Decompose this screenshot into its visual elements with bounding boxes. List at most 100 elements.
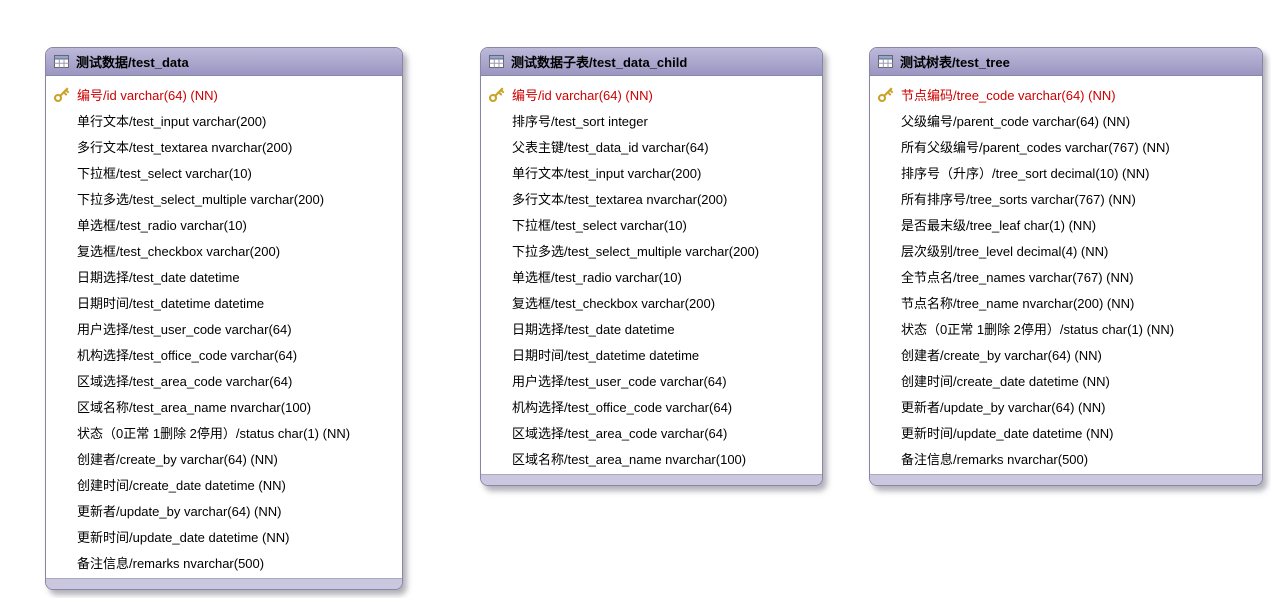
table-footer xyxy=(46,578,402,589)
field-label: 区域名称/test_area_name nvarchar(100) xyxy=(77,399,312,415)
field-label: 更新时间/update_date datetime (NN) xyxy=(901,425,1114,441)
field-label: 区域选择/test_area_code varchar(64) xyxy=(77,373,293,389)
field-label: 备注信息/remarks nvarchar(500) xyxy=(901,451,1089,467)
field-label: 机构选择/test_office_code varchar(64) xyxy=(512,399,733,415)
field-row: 节点名称/tree_name nvarchar(200) (NN) xyxy=(870,289,1262,315)
field-row: 区域名称/test_area_name nvarchar(100) xyxy=(46,393,402,419)
field-label: 父级编号/parent_code varchar(64) (NN) xyxy=(901,113,1131,129)
field-label: 层次级别/tree_level decimal(4) (NN) xyxy=(901,243,1109,259)
field-label: 创建者/create_by varchar(64) (NN) xyxy=(77,451,278,467)
field-label: 更新时间/update_date datetime (NN) xyxy=(77,529,290,545)
field-label: 是否最末级/tree_leaf char(1) (NN) xyxy=(901,217,1097,233)
field-row: 创建者/create_by varchar(64) (NN) xyxy=(46,445,402,471)
field-label: 日期选择/test_date datetime xyxy=(77,269,240,285)
field-label: 父表主键/test_data_id varchar(64) xyxy=(512,139,709,155)
field-row: 下拉框/test_select varchar(10) xyxy=(481,211,822,237)
table-header[interactable]: 测试数据子表/test_data_child xyxy=(481,48,822,76)
field-gutter xyxy=(46,86,77,103)
table-icon xyxy=(878,55,893,68)
field-row: 排序号/test_sort integer xyxy=(481,107,822,133)
field-row: 创建者/create_by varchar(64) (NN) xyxy=(870,341,1262,367)
field-row: 用户选择/test_user_code varchar(64) xyxy=(481,367,822,393)
field-row: 区域选择/test_area_code varchar(64) xyxy=(46,367,402,393)
er-table-1[interactable]: 测试数据子表/test_data_child 编号/id varchar(64)… xyxy=(480,47,823,486)
field-label: 用户选择/test_user_code varchar(64) xyxy=(512,373,727,389)
field-row: 编号/id varchar(64) (NN) xyxy=(481,81,822,107)
field-label: 下拉多选/test_select_multiple varchar(200) xyxy=(77,191,325,207)
field-label: 下拉框/test_select varchar(10) xyxy=(512,217,687,233)
field-row: 多行文本/test_textarea nvarchar(200) xyxy=(481,185,822,211)
field-label: 排序号（升序）/tree_sort decimal(10) (NN) xyxy=(901,165,1150,181)
field-label: 所有排序号/tree_sorts varchar(767) (NN) xyxy=(901,191,1136,207)
field-label: 区域名称/test_area_name nvarchar(100) xyxy=(512,451,747,467)
er-table-2[interactable]: 测试树表/test_tree 节点编码/tree_code varchar(64… xyxy=(869,47,1263,486)
field-label: 节点名称/tree_name nvarchar(200) (NN) xyxy=(901,295,1135,311)
field-label: 日期时间/test_datetime datetime xyxy=(512,347,700,363)
field-label: 复选框/test_checkbox varchar(200) xyxy=(77,243,281,259)
field-row: 日期时间/test_datetime datetime xyxy=(481,341,822,367)
field-label: 用户选择/test_user_code varchar(64) xyxy=(77,321,292,337)
field-label: 下拉框/test_select varchar(10) xyxy=(77,165,252,181)
primary-key-icon xyxy=(53,86,70,103)
field-label: 机构选择/test_office_code varchar(64) xyxy=(77,347,298,363)
field-row: 编号/id varchar(64) (NN) xyxy=(46,81,402,107)
field-label: 更新者/update_by varchar(64) (NN) xyxy=(77,503,282,519)
field-row: 单行文本/test_input varchar(200) xyxy=(46,107,402,133)
table-title: 测试数据/test_data xyxy=(76,55,189,70)
field-row: 复选框/test_checkbox varchar(200) xyxy=(46,237,402,263)
field-label: 单行文本/test_input varchar(200) xyxy=(512,165,702,181)
field-row: 日期选择/test_date datetime xyxy=(481,315,822,341)
field-row: 更新时间/update_date datetime (NN) xyxy=(46,523,402,549)
field-label: 区域选择/test_area_code varchar(64) xyxy=(512,425,728,441)
field-row: 是否最末级/tree_leaf char(1) (NN) xyxy=(870,211,1262,237)
field-row: 所有父级编号/parent_codes varchar(767) (NN) xyxy=(870,133,1262,159)
field-row: 区域选择/test_area_code varchar(64) xyxy=(481,419,822,445)
field-row: 层次级别/tree_level decimal(4) (NN) xyxy=(870,237,1262,263)
field-row: 单选框/test_radio varchar(10) xyxy=(481,263,822,289)
er-table-0[interactable]: 测试数据/test_data 编号/id varchar(64) (NN) 单行… xyxy=(45,47,403,590)
field-row: 所有排序号/tree_sorts varchar(767) (NN) xyxy=(870,185,1262,211)
table-body: 节点编码/tree_code varchar(64) (NN) 父级编号/par… xyxy=(870,76,1262,474)
field-row: 更新者/update_by varchar(64) (NN) xyxy=(870,393,1262,419)
primary-key-icon xyxy=(488,86,505,103)
table-footer xyxy=(870,474,1262,485)
field-label: 更新者/update_by varchar(64) (NN) xyxy=(901,399,1106,415)
field-label: 复选框/test_checkbox varchar(200) xyxy=(512,295,716,311)
field-label: 所有父级编号/parent_codes varchar(767) (NN) xyxy=(901,139,1170,155)
field-label: 创建者/create_by varchar(64) (NN) xyxy=(901,347,1102,363)
field-row: 机构选择/test_office_code varchar(64) xyxy=(46,341,402,367)
field-label: 备注信息/remarks nvarchar(500) xyxy=(77,555,265,571)
field-row: 备注信息/remarks nvarchar(500) xyxy=(46,549,402,575)
table-title: 测试树表/test_tree xyxy=(900,55,1010,70)
table-header[interactable]: 测试树表/test_tree xyxy=(870,48,1262,76)
field-row: 状态（0正常 1删除 2停用）/status char(1) (NN) xyxy=(870,315,1262,341)
field-row: 多行文本/test_textarea nvarchar(200) xyxy=(46,133,402,159)
field-label: 编号/id varchar(64) (NN) xyxy=(512,87,653,103)
table-body: 编号/id varchar(64) (NN) 排序号/test_sort int… xyxy=(481,76,822,474)
field-row: 下拉多选/test_select_multiple varchar(200) xyxy=(481,237,822,263)
field-label: 下拉多选/test_select_multiple varchar(200) xyxy=(512,243,760,259)
table-icon xyxy=(489,55,504,68)
field-row: 父级编号/parent_code varchar(64) (NN) xyxy=(870,107,1262,133)
field-gutter xyxy=(481,86,512,103)
field-gutter xyxy=(870,86,901,103)
table-header[interactable]: 测试数据/test_data xyxy=(46,48,402,76)
table-body: 编号/id varchar(64) (NN) 单行文本/test_input v… xyxy=(46,76,402,578)
field-row: 更新时间/update_date datetime (NN) xyxy=(870,419,1262,445)
table-footer xyxy=(481,474,822,485)
field-row: 单行文本/test_input varchar(200) xyxy=(481,159,822,185)
field-label: 排序号/test_sort integer xyxy=(512,113,648,129)
field-row: 单选框/test_radio varchar(10) xyxy=(46,211,402,237)
field-row: 创建时间/create_date datetime (NN) xyxy=(46,471,402,497)
field-row: 备注信息/remarks nvarchar(500) xyxy=(870,445,1262,471)
field-label: 多行文本/test_textarea nvarchar(200) xyxy=(512,191,728,207)
field-row: 下拉框/test_select varchar(10) xyxy=(46,159,402,185)
field-row: 更新者/update_by varchar(64) (NN) xyxy=(46,497,402,523)
field-row: 用户选择/test_user_code varchar(64) xyxy=(46,315,402,341)
field-label: 单选框/test_radio varchar(10) xyxy=(512,269,682,285)
field-label: 单选框/test_radio varchar(10) xyxy=(77,217,247,233)
field-label: 创建时间/create_date datetime (NN) xyxy=(77,477,286,493)
field-label: 状态（0正常 1删除 2停用）/status char(1) (NN) xyxy=(901,321,1175,337)
primary-key-icon xyxy=(877,86,894,103)
